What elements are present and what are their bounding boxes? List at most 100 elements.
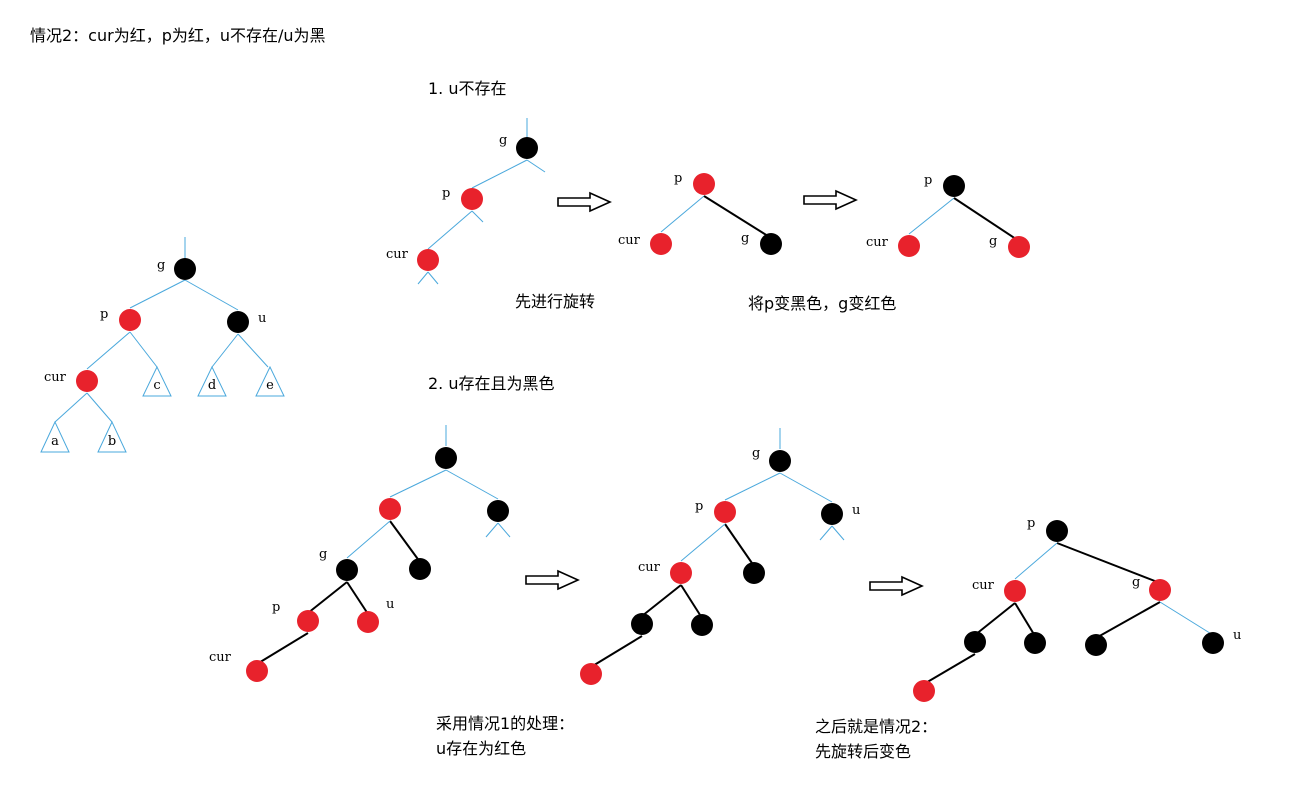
- subtree-triangles: [40, 365, 285, 453]
- tree-edge: [346, 520, 391, 559]
- tree-edge: [953, 197, 1020, 242]
- subtree-triangle: [255, 365, 285, 397]
- transition-arrow: [557, 191, 612, 213]
- tree-node-red: [246, 660, 268, 682]
- tree-node-red: [379, 498, 401, 520]
- tree-node-black: [743, 562, 765, 584]
- tree-edge: [703, 195, 772, 239]
- tree-node-red: [76, 370, 98, 392]
- tree-edge: [427, 271, 439, 285]
- node-label: cur: [44, 370, 67, 385]
- tree-edge: [184, 279, 239, 311]
- tree-edge: [307, 581, 348, 614]
- node-label: p: [272, 600, 280, 615]
- tree-node-black: [409, 558, 431, 580]
- tree-edge: [1095, 601, 1161, 639]
- tree-edge: [54, 392, 88, 423]
- transition-arrows: [525, 189, 924, 597]
- node-label: p: [1027, 516, 1035, 531]
- tree-node-red: [297, 610, 319, 632]
- tree-edge: [724, 472, 781, 501]
- section1-caption-recolor: 将p变黑色，g变红色: [748, 294, 897, 313]
- tree-node-black: [631, 613, 653, 635]
- tree-node-red: [417, 249, 439, 271]
- tree-edge: [389, 520, 421, 563]
- tree-node-red: [119, 309, 141, 331]
- tree-edge: [908, 197, 955, 235]
- section2-caption-case2-line2: 先旋转后变色: [815, 742, 912, 761]
- tree-node-black: [943, 175, 965, 197]
- tree-node-red: [357, 611, 379, 633]
- subtree-label: e: [266, 378, 274, 393]
- subtree-label: c: [153, 378, 160, 393]
- tree-edge: [129, 331, 158, 368]
- tree-node-black: [1202, 632, 1224, 654]
- tree-node-red: [1008, 236, 1030, 258]
- node-label: cur: [209, 650, 232, 665]
- subtree-triangle: [142, 365, 172, 397]
- tree-node-black: [1085, 634, 1107, 656]
- tree-node-red: [1004, 580, 1026, 602]
- transition-arrow: [525, 569, 580, 591]
- tree-node-red: [714, 501, 736, 523]
- tree-node-black: [1046, 520, 1068, 542]
- tree-node-red: [580, 663, 602, 685]
- node-label: g: [989, 234, 997, 249]
- section2-caption-case1-line1: 采用情况1的处理：: [436, 714, 575, 733]
- node-label: g: [499, 133, 507, 148]
- node-label: cur: [638, 560, 661, 575]
- tree-edge: [237, 333, 269, 368]
- node-label: cur: [386, 247, 409, 262]
- tree-edge: [1056, 542, 1161, 584]
- subtree-label: a: [51, 434, 59, 449]
- tree-edge: [129, 279, 186, 309]
- tree-edge: [256, 632, 309, 665]
- tree-edge: [211, 333, 239, 368]
- tree-node-black: [516, 137, 538, 159]
- tree-node-black: [691, 614, 713, 636]
- tree-edge: [1014, 602, 1036, 637]
- transition-arrow: [803, 189, 858, 211]
- node-label: g: [741, 231, 749, 246]
- tree-node-black: [487, 500, 509, 522]
- subtree-triangle: [40, 420, 70, 453]
- node-label: u: [258, 311, 266, 326]
- tree-node-red: [670, 562, 692, 584]
- tree-edge: [680, 523, 726, 562]
- node-label: p: [100, 307, 108, 322]
- tree-edge: [471, 210, 484, 223]
- tree-edge: [346, 581, 369, 615]
- transition-arrow: [869, 575, 924, 597]
- tree-node-red: [913, 680, 935, 702]
- node-label: g: [319, 547, 327, 562]
- node-label: u: [1233, 628, 1241, 643]
- tree-edge: [1014, 542, 1058, 580]
- tree-edge: [590, 635, 643, 668]
- tree-node-red: [693, 173, 715, 195]
- tree-edge: [1159, 601, 1214, 636]
- tree-edge: [445, 469, 499, 500]
- tree-edge: [831, 525, 845, 541]
- tree-node-black: [964, 631, 986, 653]
- section2-caption-case2-line1: 之后就是情况2：: [815, 717, 938, 736]
- node-label: g: [1132, 575, 1140, 590]
- tree-node-red: [461, 188, 483, 210]
- subtree-label: d: [208, 378, 216, 393]
- tree-node-black: [435, 447, 457, 469]
- tree-edge: [779, 472, 833, 503]
- tree-node-red: [1149, 579, 1171, 601]
- tree-edge: [389, 469, 447, 498]
- subtree-triangle: [97, 420, 127, 453]
- node-label: g: [752, 446, 760, 461]
- tree-edge: [680, 584, 703, 619]
- section1-heading: 1. u不存在: [428, 79, 507, 98]
- tree-node-black: [227, 311, 249, 333]
- tree-node-black: [336, 559, 358, 581]
- node-label: u: [852, 503, 860, 518]
- tree-node-red: [898, 235, 920, 257]
- node-label: p: [695, 499, 703, 514]
- node-label: p: [674, 171, 682, 186]
- tree-node-black: [174, 258, 196, 280]
